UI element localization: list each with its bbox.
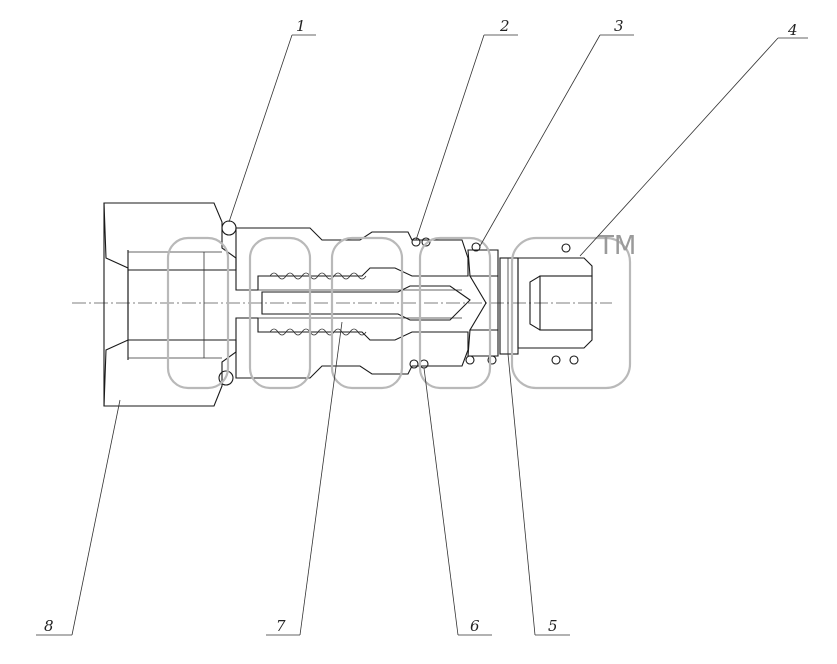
o-ring-lower-left [218, 370, 234, 386]
callout-3: 3 [614, 17, 624, 35]
spring-stem-part-7 [261, 272, 471, 336]
callout-1: 1 [296, 17, 306, 35]
callout-2: 2 [499, 17, 510, 35]
o-ring-part-1 [221, 220, 237, 236]
union-nut-part-8 [103, 202, 237, 407]
cap-housing-part-3 [465, 242, 499, 365]
callout-8: 8 [44, 617, 54, 635]
watermark: TM [166, 231, 636, 390]
callout-4: 4 [787, 21, 798, 39]
leader-lines [36, 34, 808, 636]
plate-part-5 [499, 257, 519, 355]
valve-body [235, 227, 469, 379]
end-fitting-part-4 [517, 243, 593, 365]
callout-6: 6 [470, 617, 480, 635]
trademark-mark: TM [597, 231, 636, 261]
callout-7: 7 [276, 617, 286, 635]
callout-5: 5 [548, 617, 558, 635]
